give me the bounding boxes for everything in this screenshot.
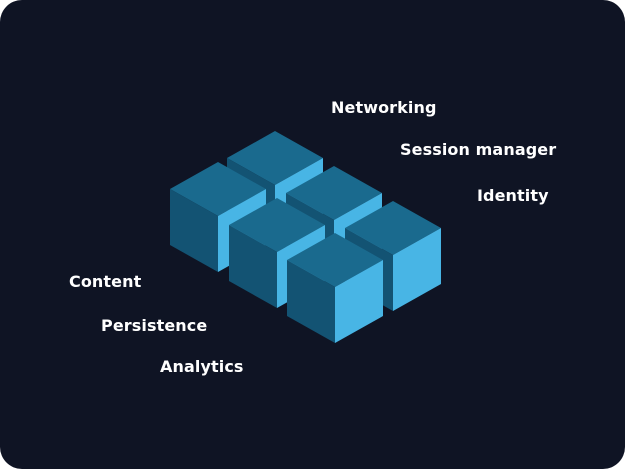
- label-content: Content: [69, 272, 142, 291]
- label-analytics: Analytics: [160, 357, 244, 376]
- cube-6: [287, 233, 383, 343]
- cube-right-face: [393, 228, 441, 311]
- cube-left-face: [170, 189, 218, 272]
- cube-left-face: [229, 225, 277, 308]
- label-networking: Networking: [331, 98, 437, 117]
- label-identity: Identity: [477, 186, 549, 205]
- label-persistence: Persistence: [101, 316, 208, 335]
- cube-right-face: [335, 260, 383, 343]
- cube-left-face: [287, 260, 335, 343]
- label-session-manager: Session manager: [400, 140, 557, 159]
